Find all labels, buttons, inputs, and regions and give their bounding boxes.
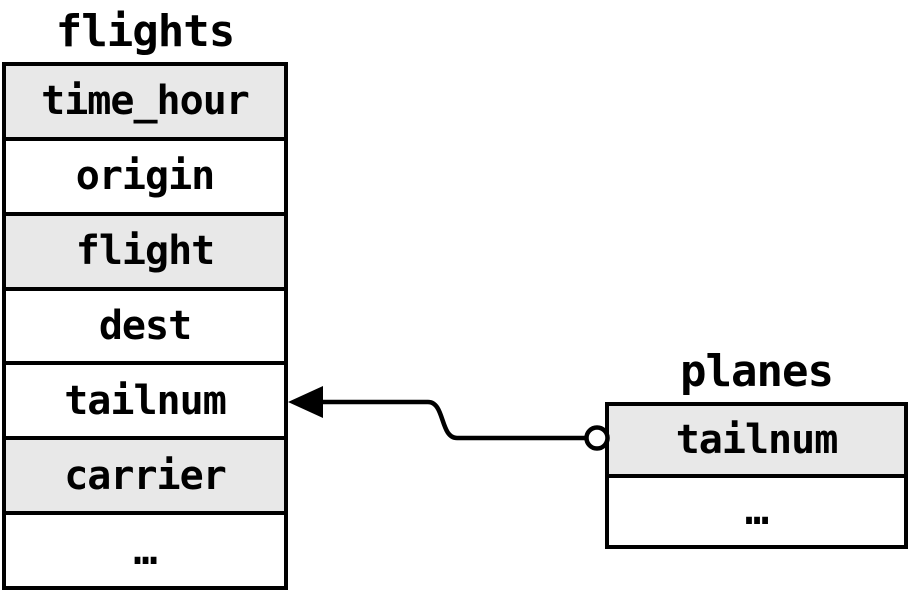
table-title-flights: flights <box>55 6 235 57</box>
table-box-planes: tailnum … <box>605 402 908 549</box>
field-row-dest: dest <box>6 286 284 362</box>
field-row-ellipsis: … <box>6 511 284 587</box>
arrowhead-icon <box>288 386 323 418</box>
field-label: tailnum <box>64 377 227 424</box>
field-row-ellipsis: … <box>609 473 904 545</box>
field-label: tailnum <box>675 416 839 463</box>
field-label: carrier <box>64 452 227 499</box>
field-label: origin <box>75 153 215 200</box>
field-label: … <box>744 488 769 535</box>
relation-line <box>318 399 585 441</box>
field-label: time_hour <box>41 78 250 125</box>
field-row-tailnum: tailnum <box>609 406 904 474</box>
field-row-carrier: carrier <box>6 436 284 512</box>
field-label: … <box>133 527 157 574</box>
field-row-tailnum: tailnum <box>6 361 284 437</box>
field-row-time_hour: time_hour <box>6 66 284 137</box>
table-planes: planes tailnum … <box>605 342 908 549</box>
field-label: dest <box>98 303 192 349</box>
field-row-flight: flight <box>6 211 284 287</box>
field-row-origin: origin <box>6 136 284 212</box>
table-title-planes: planes <box>680 346 834 397</box>
field-label: flight <box>75 228 215 275</box>
